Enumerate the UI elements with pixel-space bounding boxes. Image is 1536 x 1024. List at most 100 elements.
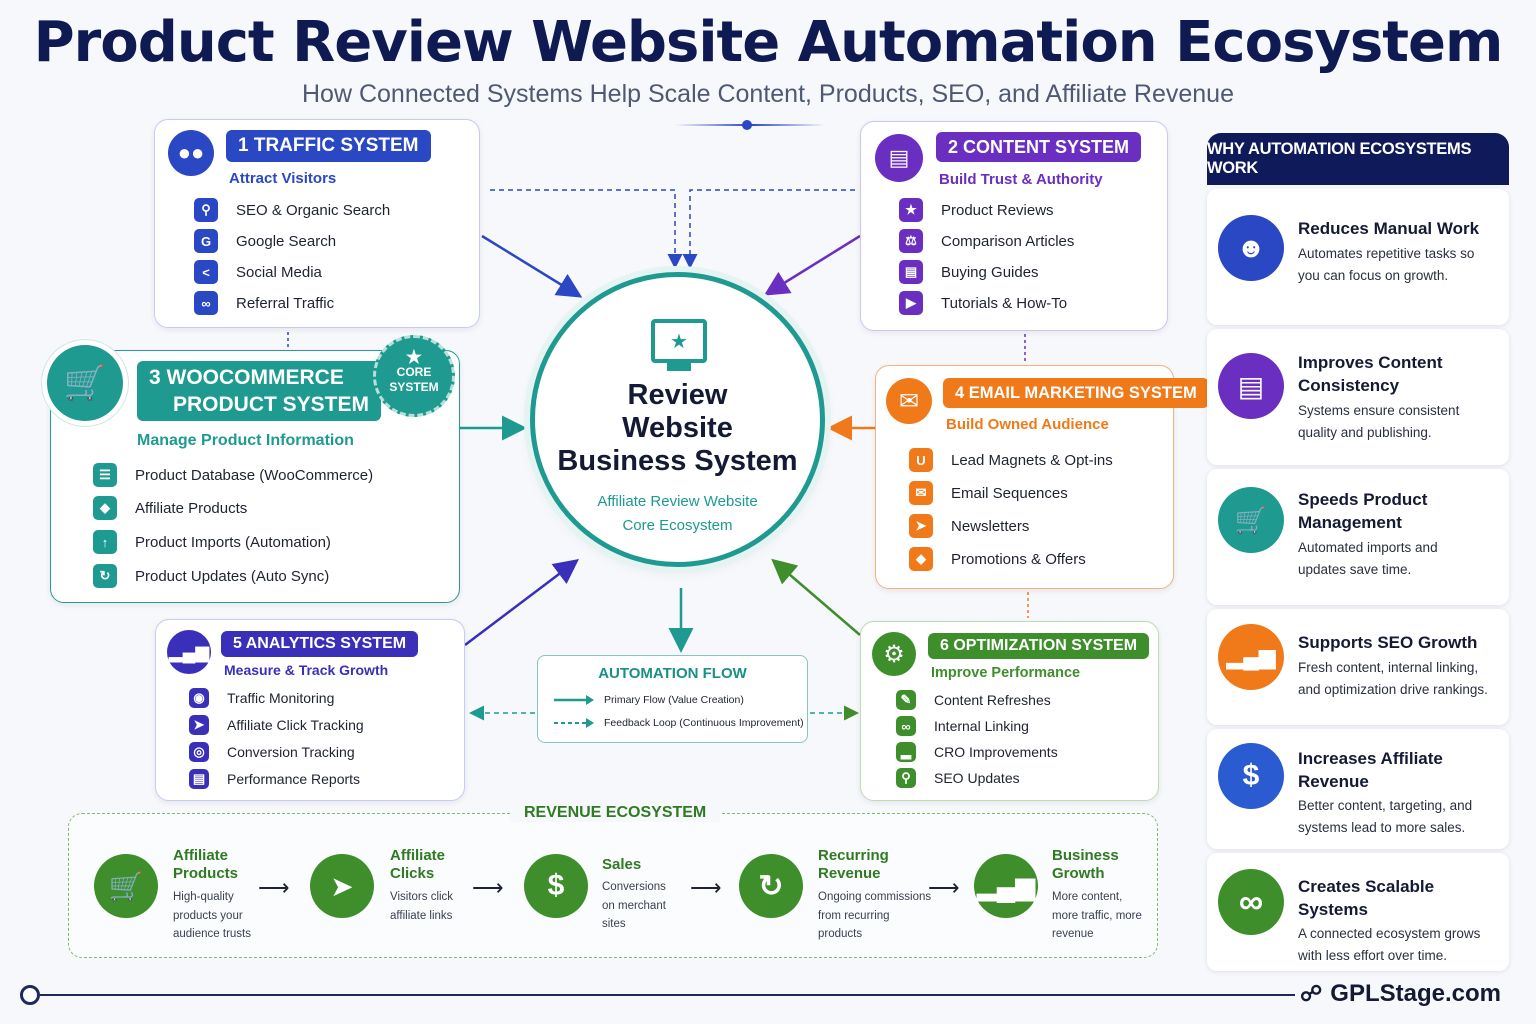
star-icon: ★ — [405, 347, 423, 367]
core-title-line: Website — [622, 412, 733, 444]
why-automation-panel: WHY AUTOMATION ECOSYSTEMS WORK ☻ Reduces… — [1207, 133, 1509, 971]
why-card-title: Increases Affiliate Revenue — [1298, 749, 1443, 791]
woocommerce-system-card: 🛒 3 WOOCOMMERCE PRODUCT SYSTEM ★ CORE SY… — [47, 335, 460, 603]
why-card-desc: Automated imports and updates save time. — [1298, 540, 1438, 577]
revenue-step-label: Recurring Revenue — [818, 847, 889, 882]
revenue-step-desc: Visitors click affiliate links — [390, 891, 454, 922]
woocommerce-badge: 3 WOOCOMMERCE PRODUCT SYSTEM — [137, 361, 382, 421]
arrow-optim-core — [771, 558, 861, 636]
globe-icon: ☍ — [1300, 981, 1323, 1006]
growth-chart-icon: ▂▄▆ — [1218, 624, 1284, 690]
monitor-icon: ★ — [651, 319, 707, 363]
cart-icon: 🛒 — [94, 854, 158, 918]
why-card-title: Improves Content Consistency — [1298, 353, 1443, 395]
content-tagline: Build Trust & Authority — [939, 171, 1103, 188]
growth-chart-icon: ▂▄▆ — [974, 854, 1038, 918]
email-badge: 4 EMAIL MARKETING SYSTEM — [943, 378, 1209, 408]
arrow-right-icon: ⟶ — [472, 875, 504, 900]
analytics-system-card: ▂▄▆ 5 ANALYTICS SYSTEM Measure & Track G… — [155, 619, 465, 801]
why-card-desc: Automates repetitive tasks so you can fo… — [1298, 246, 1475, 283]
chart-icon: ▂ — [896, 742, 916, 762]
list-item: ▶Tutorials & How-To — [899, 291, 1067, 315]
optimization-system-card: ⚙ 6 OPTIMIZATION SYSTEM Improve Performa… — [860, 621, 1159, 801]
list-item: ⚲SEO Updates — [896, 768, 1020, 788]
list-item: <Social Media — [194, 260, 322, 284]
list-item: ⚲SEO & Organic Search — [194, 198, 390, 222]
list-item: ▤Performance Reports — [189, 769, 360, 789]
title-divider-dot — [742, 120, 752, 130]
infinity-icon: ∞ — [1218, 869, 1284, 935]
pencil-icon: ✎ — [896, 690, 916, 710]
revenue-step-label: Affiliate Clicks — [390, 847, 446, 882]
core-sub-line: Affiliate Review Website — [597, 493, 758, 510]
why-card-desc: Systems ensure consistent quality and pu… — [1298, 403, 1460, 440]
why-card: 🛒 Speeds Product Management Automated im… — [1207, 469, 1509, 605]
dashed-content-link — [682, 189, 855, 269]
mail-icon: ✉ — [909, 481, 933, 505]
list-item: ☰Product Database (WooCommerce) — [93, 463, 373, 487]
content-badge: 2 CONTENT SYSTEM — [936, 132, 1142, 162]
arrow-right-icon: ⟶ — [928, 875, 960, 900]
eye-icon: ◉ — [189, 688, 209, 708]
search-icon: ⚲ — [896, 768, 916, 788]
why-card-title: Speeds Product Management — [1298, 490, 1428, 532]
revenue-step-desc: Ongoing commissions from recurring produ… — [818, 891, 932, 940]
why-card: ▤ Improves Content Consistency Systems e… — [1207, 329, 1509, 465]
list-item: ↻Product Updates (Auto Sync) — [93, 564, 329, 588]
footer-line — [40, 994, 1295, 996]
core-system-circle: ★ Review Website Business System Affilia… — [530, 272, 825, 567]
cloud-upload-icon: ↑ — [93, 530, 117, 554]
core-title-line: Review — [627, 379, 728, 411]
pointer-icon: ➤ — [189, 715, 209, 735]
analytics-badge: 5 ANALYTICS SYSTEM — [221, 631, 419, 657]
automation-flow-legend: AUTOMATION FLOW Primary Flow (Value Crea… — [537, 655, 808, 743]
google-icon: G — [194, 229, 218, 253]
revenue-step-desc: More content, more traffic, more revenue — [1052, 891, 1142, 940]
document-check-icon: ▤ — [1218, 353, 1284, 419]
sync-icon: ↻ — [93, 564, 117, 588]
tag-icon: ◆ — [93, 496, 117, 520]
star-icon: ★ — [899, 198, 923, 222]
arrow-right-icon: ⟶ — [258, 875, 290, 900]
traffic-badge: 1 TRAFFIC SYSTEM — [226, 130, 431, 162]
content-system-card: ▤ 2 CONTENT SYSTEM Build Trust & Authori… — [860, 121, 1168, 331]
tag-icon: ◆ — [909, 547, 933, 571]
play-icon: ▶ — [899, 291, 923, 315]
email-tagline: Build Owned Audience — [946, 416, 1109, 433]
flow-primary-label: Primary Flow (Value Creation) — [604, 694, 744, 706]
book-icon: ▤ — [899, 260, 923, 284]
core-sub-line: Core Ecosystem — [622, 517, 733, 534]
page-title: Product Review Website Automation Ecosys… — [33, 10, 1504, 75]
why-card-title: Supports SEO Growth — [1298, 633, 1478, 652]
core-system-seal: ★ CORE SYSTEM — [373, 335, 455, 417]
email-marketing-card: ✉ 4 EMAIL MARKETING SYSTEM Build Owned A… — [875, 365, 1209, 589]
list-item: ✎Content Refreshes — [896, 690, 1051, 710]
robot-icon: ☻ — [1218, 215, 1284, 281]
footer-brand[interactable]: ☍ GPLStage.com — [1300, 980, 1501, 1007]
list-item: ▤Buying Guides — [899, 260, 1039, 284]
list-item: ∞Referral Traffic — [194, 291, 334, 315]
why-card: $ Increases Affiliate Revenue Better con… — [1207, 729, 1509, 849]
recurring-dollar-icon: ↻ — [739, 854, 803, 918]
arrow-content-core — [763, 234, 861, 296]
target-icon: ◎ — [189, 742, 209, 762]
list-item: ◆Promotions & Offers — [909, 547, 1086, 571]
why-header: WHY AUTOMATION ECOSYSTEMS WORK — [1207, 133, 1509, 185]
scale-icon: ⚖ — [899, 229, 923, 253]
arrow-traffic-core — [481, 234, 583, 298]
list-item: ◆Affiliate Products — [93, 496, 247, 520]
send-icon: ➤ — [909, 514, 933, 538]
database-icon: ☰ — [93, 463, 117, 487]
revenue-title: REVENUE ECOSYSTEM — [510, 804, 721, 822]
search-icon: ⚲ — [194, 198, 218, 222]
list-item: ◎Conversion Tracking — [189, 742, 355, 762]
cart-icon: 🛒 — [1218, 487, 1284, 553]
list-item: ✉Email Sequences — [909, 481, 1068, 505]
cart-icon: 🛒 — [47, 345, 123, 421]
analytics-tagline: Measure & Track Growth — [224, 662, 389, 678]
users-icon: ●● — [168, 130, 214, 176]
arrow-analytics-core — [464, 558, 579, 646]
arrow-right-icon: ⟶ — [690, 875, 722, 900]
why-card-desc: A connected ecosystem grows with less ef… — [1298, 926, 1481, 963]
